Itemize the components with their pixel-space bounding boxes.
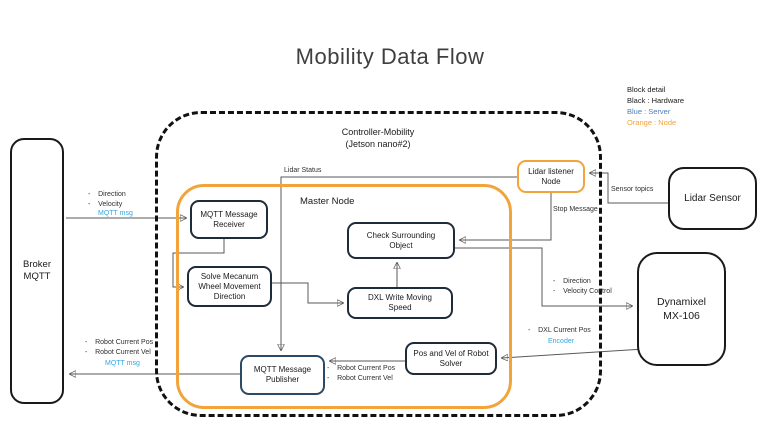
- label-robot-current-left: - Robot Current Pos - Robot Current Vel: [85, 339, 154, 356]
- master-node-label: Master Node: [300, 196, 355, 207]
- label-encoder: Encoder: [548, 338, 575, 345]
- label-direction-velocity-control: - Direction - Velocity Control: [553, 278, 612, 295]
- label-mqtt-msg-bottom: MQTT msg: [105, 360, 140, 367]
- controller-mobility-label: Controller-Mobility (Jetson nano#2): [341, 127, 415, 149]
- check-surrounding-node: Check Surrounding Object: [347, 222, 455, 259]
- controller-mobility-container: [155, 111, 602, 417]
- pos-vel-solver-node: Pos and Vel of Robot Solver: [405, 342, 497, 375]
- legend: Block detail Black : Hardware Blue : Ser…: [627, 84, 684, 128]
- edge-lidarlistener-to-check: [460, 193, 552, 240]
- label-robot-current-right: - Robot Current Pos - Robot Current Vel: [327, 365, 396, 382]
- legend-item-server: Blue : Server: [627, 107, 671, 116]
- broker-mqtt-node: Broker MQTT: [10, 138, 64, 404]
- edge-check-to-dynamixel: [455, 247, 632, 306]
- edge-mecanum-to-dxlwrite: [272, 282, 343, 303]
- mqtt-message-publisher-node: MQTT Message Publisher: [240, 355, 325, 395]
- legend-item-hardware: Black : Hardware: [627, 96, 685, 105]
- label-sensor-topics: Sensor topics: [611, 186, 654, 193]
- label-mqtt-msg-top: MQTT msg: [98, 210, 133, 217]
- mqtt-message-receiver-node: MQTT Message Receiver: [190, 200, 268, 239]
- master-node-container: [176, 184, 512, 409]
- lidar-listener-node: Lidar listener Node: [517, 160, 585, 193]
- label-lidar-status: Lidar Status: [284, 167, 322, 174]
- edge-dynamixel-to-posvel: [502, 348, 645, 358]
- edge-lidarlistener-to-publisher: [281, 176, 517, 350]
- label-direction-velocity: - Direction - Velocity: [88, 191, 126, 208]
- page-title: Mobility Data Flow: [295, 44, 485, 69]
- legend-heading: Block detail: [627, 85, 666, 94]
- label-dxl-current-pos: - DXL Current Pos: [528, 327, 591, 334]
- label-stop-message: Stop Message: [553, 206, 598, 213]
- lidar-sensor-node: Lidar Sensor: [668, 167, 757, 230]
- solve-mecanum-node: Solve Mecanum Wheel Movement Direction: [187, 266, 272, 307]
- legend-item-node: Orange : Node: [627, 118, 677, 127]
- dxl-write-speed-node: DXL Write Moving Speed: [347, 287, 453, 319]
- dynamixel-node: Dynamixel MX-106: [637, 252, 726, 366]
